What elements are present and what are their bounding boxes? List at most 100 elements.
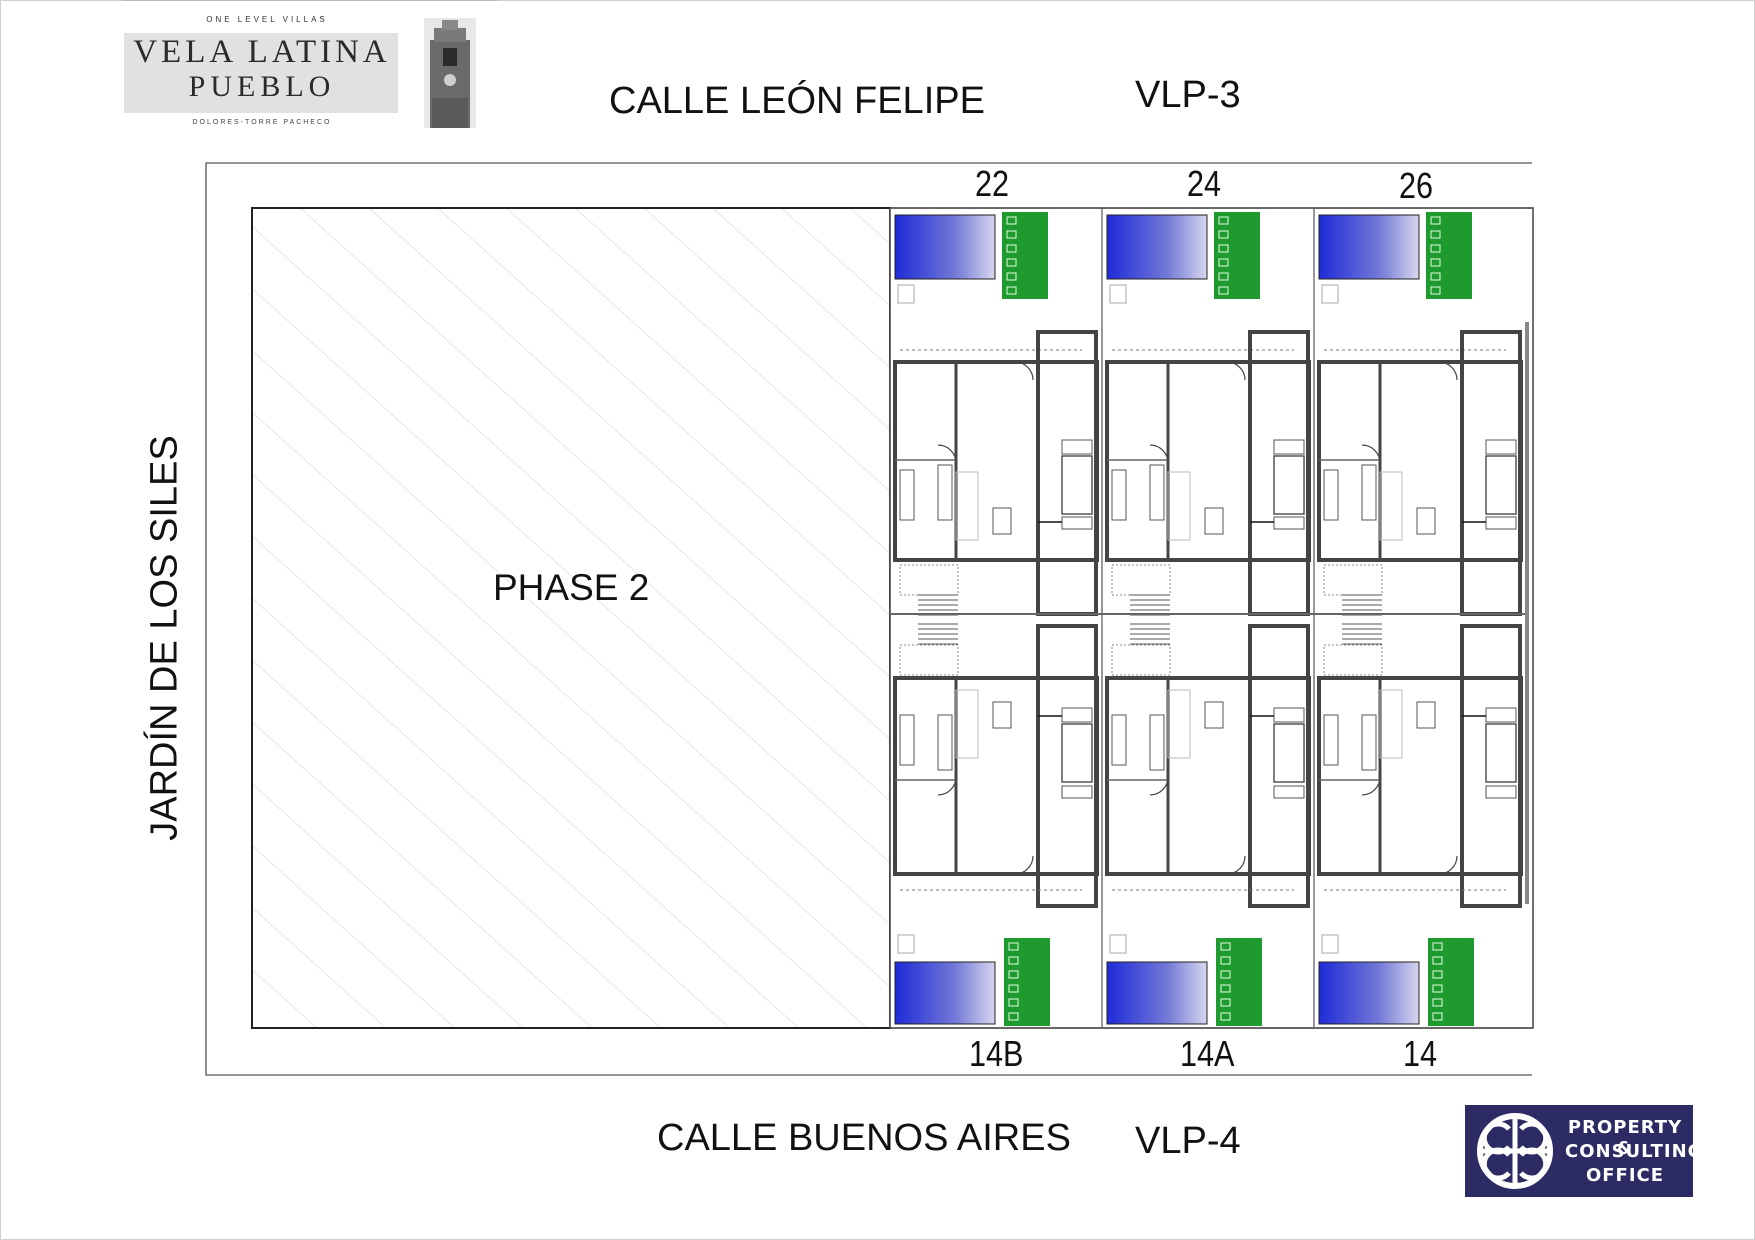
wardrobe (1273, 707, 1305, 723)
logo-brand-box (124, 33, 398, 113)
pool (894, 214, 996, 280)
bathroom (1061, 455, 1093, 515)
garden (1214, 212, 1260, 299)
door-swing (1226, 855, 1246, 875)
block-bottom-label: VLP-4 (1135, 1120, 1241, 1162)
project-logo: ONE LEVEL VILLAS VELA LATINA PUEBLO DOLO… (122, 0, 498, 132)
door-swing (937, 444, 957, 464)
garden-tile (1432, 970, 1443, 979)
wardrobe (1485, 785, 1517, 799)
garden-tile (1220, 984, 1231, 993)
garden-tile (1220, 1012, 1231, 1021)
bedroom-wall-bottom (1460, 624, 1522, 908)
stairs-outline (1111, 644, 1171, 676)
garden-tile (1006, 230, 1017, 239)
garden-tile (1008, 942, 1019, 951)
phase-2-area (251, 207, 891, 1029)
door-swing (1361, 776, 1381, 796)
plot-number-bottom-1: 14B (969, 1033, 1024, 1074)
garden-tile (1430, 230, 1441, 239)
stairs-outline (1323, 644, 1383, 676)
garden (1426, 212, 1472, 299)
villas-block-outline (889, 207, 1534, 1029)
sofa (1167, 471, 1191, 541)
wardrobe (1361, 464, 1377, 521)
garden-tile (1430, 286, 1441, 295)
wardrobe (1485, 516, 1517, 530)
garden-tile (1008, 984, 1019, 993)
bathroom (1273, 723, 1305, 783)
door-swing (937, 776, 957, 796)
garden (1004, 938, 1050, 1026)
table (992, 701, 1012, 729)
wardrobe (1061, 439, 1093, 455)
pool (1106, 961, 1208, 1025)
logo-name-line2: PUEBLO (188, 70, 336, 103)
street-bottom-label: CALLE BUENOS AIRES (657, 1117, 1071, 1159)
garden-tile (1008, 998, 1019, 1007)
stairs-outline (899, 644, 959, 676)
shower-tray (897, 934, 915, 954)
phase-2-label: PHASE 2 (493, 567, 650, 608)
garden-tile (1220, 956, 1231, 965)
door-swing (1438, 855, 1458, 875)
door-swing (1226, 361, 1246, 381)
garden (1216, 938, 1262, 1026)
shower-tray (1109, 284, 1127, 304)
garden-tile (1006, 286, 1017, 295)
plot-boundary (205, 162, 1532, 1076)
plot-number-bottom-2: 14A (1180, 1033, 1235, 1074)
bedroom-wall-bottom (1036, 624, 1098, 908)
logo-tagline: ONE LEVEL VILLAS (206, 15, 328, 24)
wardrobe (1485, 439, 1517, 455)
sofa (955, 471, 979, 541)
garden-tile (1432, 1012, 1443, 1021)
wardrobe (1273, 785, 1305, 799)
plot-number-top-2: 24 (1187, 163, 1222, 204)
bathroom (1273, 455, 1305, 515)
garden-tile (1008, 1012, 1019, 1021)
company-line2: CONSULTING (1565, 1141, 1704, 1162)
garden-tile (1432, 998, 1443, 1007)
company-emblem-icon (1477, 1113, 1553, 1189)
garden-tile (1006, 272, 1017, 281)
garden-tile (1430, 272, 1441, 281)
garden (1428, 938, 1474, 1026)
plot-number-top-1: 22 (975, 163, 1010, 204)
wardrobe (1323, 714, 1339, 766)
garden-tile (1430, 258, 1441, 267)
door-swing (1361, 444, 1381, 464)
wardrobe (1111, 714, 1127, 766)
garden-tile (1008, 970, 1019, 979)
garden-tile (1220, 998, 1231, 1007)
door-swing (1149, 776, 1169, 796)
garden-tile (1218, 230, 1229, 239)
bathroom (1485, 455, 1517, 515)
plot-number-bottom-3: 14 (1403, 1033, 1438, 1074)
block-top-label: VLP-3 (1135, 74, 1241, 116)
table (1204, 701, 1224, 729)
garden-tile (1218, 216, 1229, 225)
wardrobe (937, 464, 953, 521)
company-line1: PROPERTY & (1567, 1117, 1683, 1159)
garden-tile (1218, 258, 1229, 267)
garden-tile (1220, 970, 1231, 979)
garden-tile (1218, 244, 1229, 253)
door-swing (1438, 361, 1458, 381)
garden-tile (1430, 244, 1441, 253)
table (992, 507, 1012, 535)
wardrobe (937, 714, 953, 771)
logo-top-rule (122, 0, 498, 1)
door-swing (1014, 361, 1034, 381)
sofa (1379, 471, 1403, 541)
wardrobe (899, 714, 915, 766)
pool (894, 961, 996, 1025)
plot-number-top-3: 26 (1399, 165, 1434, 206)
wardrobe (1323, 469, 1339, 521)
garden-tile (1008, 956, 1019, 965)
table (1204, 507, 1224, 535)
garden-tile (1430, 216, 1441, 225)
pool (1318, 214, 1420, 280)
shower-tray (897, 284, 915, 304)
bathroom (1485, 723, 1517, 783)
